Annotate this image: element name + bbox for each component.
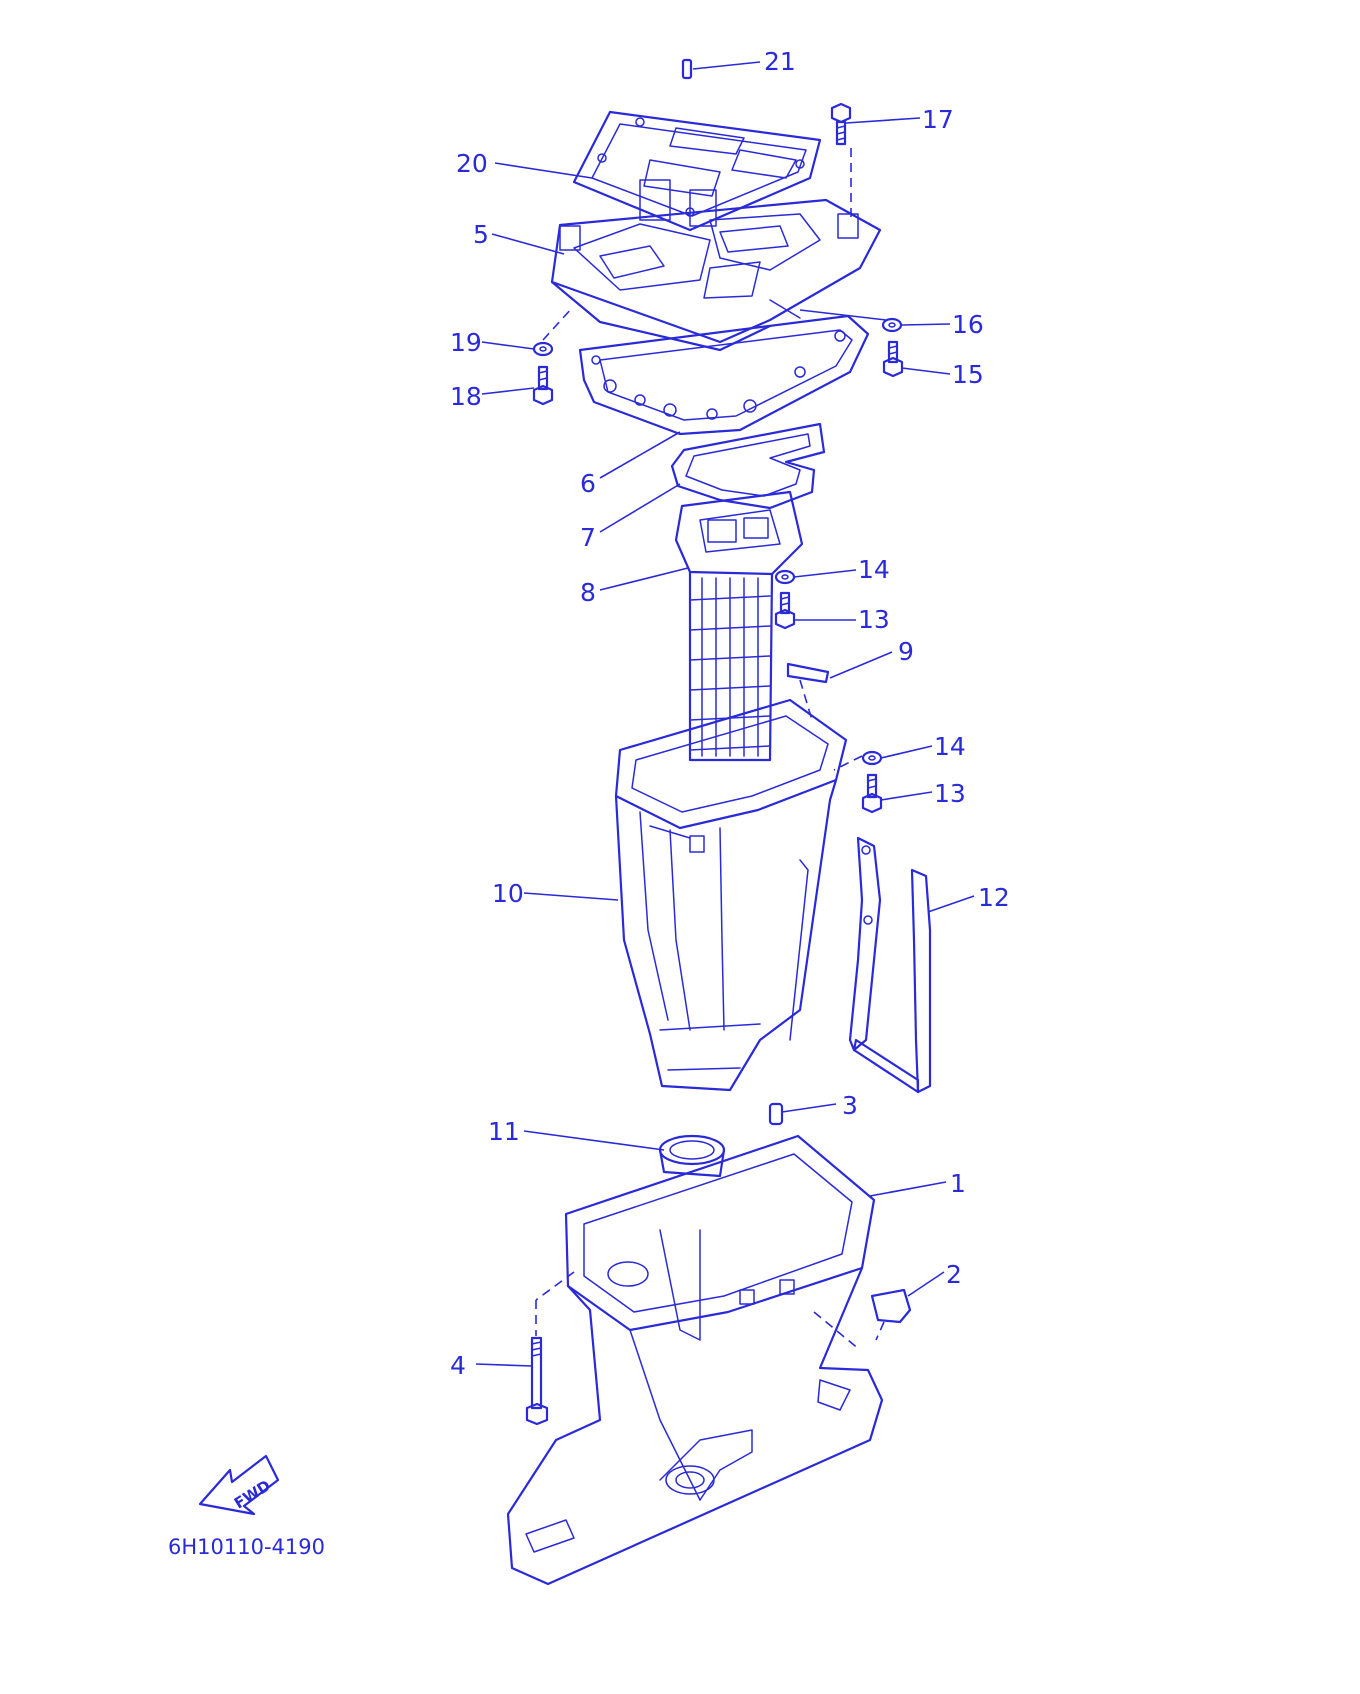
callout-3: 3 [842,1091,858,1120]
callout-2: 2 [946,1260,962,1289]
callout-13-lower: 13 [934,779,966,808]
part-1-lower-casing [506,1134,884,1586]
callout-labels: 21 17 20 5 16 15 19 18 6 7 8 14 13 9 14 … [450,47,1010,1380]
part-18-bolt [532,365,554,406]
fwd-arrow-icon: FWD [198,1454,280,1516]
diagram-code: 6H10110-4190 [168,1535,325,1559]
part-10-upper-casing [614,698,848,1092]
callout-1: 1 [950,1169,966,1198]
part-7-exhaust-gasket [670,422,826,510]
callout-13-upper: 13 [858,605,890,634]
part-13-bolt-lower [861,773,883,814]
callout-14-upper: 14 [858,555,890,584]
callout-19: 19 [450,328,482,357]
callout-17: 17 [922,105,954,134]
part-17-bolt [830,102,852,222]
callout-12: 12 [978,883,1010,912]
callout-7: 7 [580,523,596,552]
callout-18: 18 [450,382,482,411]
part-8-exhaust-guide [674,490,804,762]
part-4-long-bolt [525,1271,575,1426]
part-19-washer [532,307,573,357]
leader-lines [475,61,975,1367]
part-13-bolt-upper [774,591,796,630]
part-11-seal-ring [658,1134,726,1178]
fwd-label: FWD [231,1476,274,1512]
part-14-washer-upper [774,569,796,585]
part-12-rubber-seals [848,836,932,1094]
callout-10: 10 [492,879,524,908]
part-6-gasket [578,314,870,436]
part-5-upper-plate [550,179,882,352]
part-3-dowel-pin [768,1102,784,1126]
callout-14-lower: 14 [934,732,966,761]
callout-4: 4 [450,1351,466,1380]
part-15-bolt [882,340,904,378]
part-20-upper-gasket [572,110,822,232]
callout-20: 20 [456,149,488,178]
callout-9: 9 [898,637,914,666]
callout-21: 21 [764,47,796,76]
part-2-plug [870,1288,912,1341]
callout-6: 6 [580,469,596,498]
callout-16: 16 [952,310,984,339]
callout-8: 8 [580,578,596,607]
callout-15: 15 [952,360,984,389]
callout-11: 11 [488,1117,520,1146]
callout-5: 5 [473,220,489,249]
part-16-washer [881,317,903,333]
part-21-dowel-pin [681,58,693,80]
